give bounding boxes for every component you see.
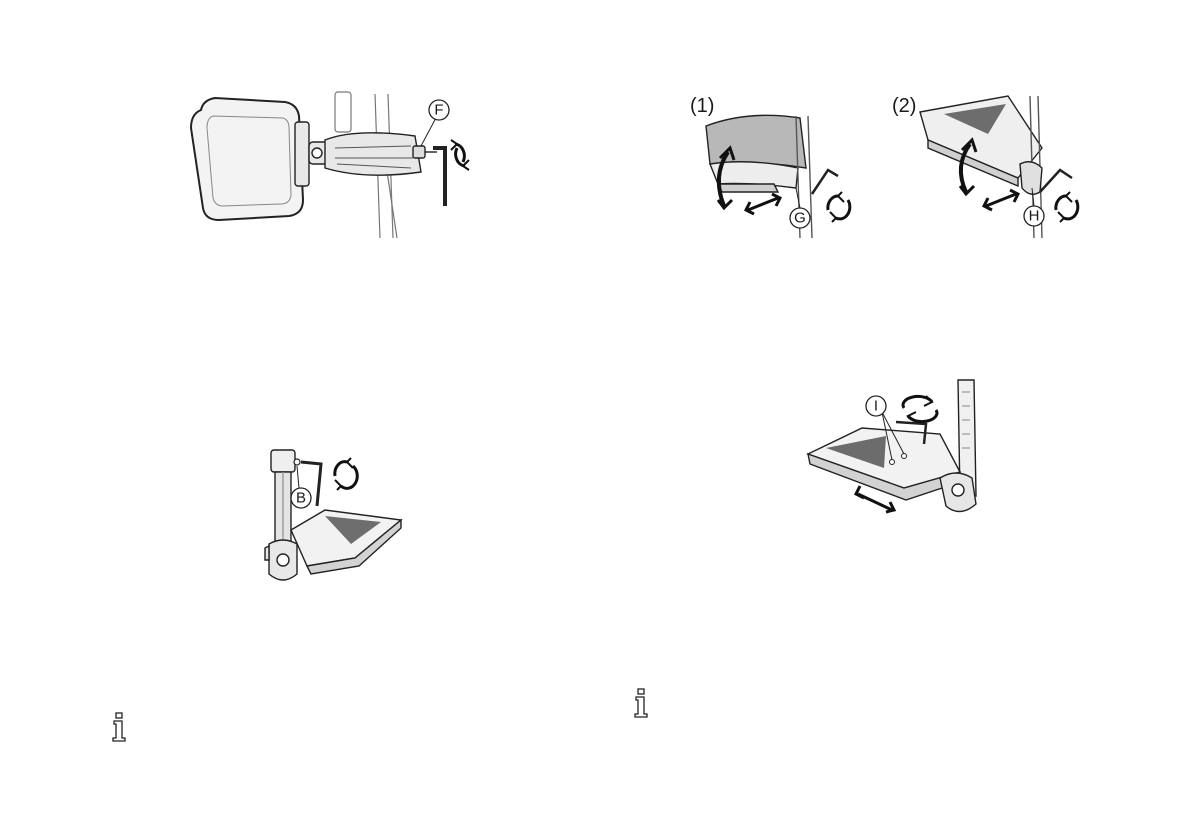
info-icon bbox=[112, 712, 126, 742]
rotate-icon bbox=[903, 396, 937, 422]
allen-key bbox=[433, 148, 445, 206]
headrest-pad bbox=[191, 98, 303, 220]
rotate-icon bbox=[828, 192, 850, 222]
slide-arrow bbox=[984, 190, 1018, 210]
rotate-icon bbox=[335, 458, 357, 490]
step-label-2: (2) bbox=[892, 95, 916, 117]
callout-label-h: H bbox=[1029, 208, 1040, 225]
step-label-1: (1) bbox=[690, 95, 714, 117]
callout-label-b: B bbox=[296, 490, 306, 507]
callout-label-f: F bbox=[434, 102, 443, 119]
info-icon bbox=[634, 688, 648, 718]
figure-footplate-depth: I bbox=[800, 378, 990, 520]
callout-f: F bbox=[421, 100, 449, 146]
figure-headrest-adjustment: F bbox=[185, 88, 475, 240]
figure-footplate-steps: (1) G (2) bbox=[688, 88, 1088, 238]
headrest-bracket bbox=[295, 122, 421, 186]
callout-label-i: I bbox=[874, 398, 878, 415]
allen-key bbox=[812, 170, 838, 194]
footplate bbox=[808, 428, 960, 500]
hinge-clamp bbox=[265, 540, 297, 580]
rotate-icon bbox=[1056, 192, 1078, 222]
hinge-clamp bbox=[940, 473, 976, 512]
figure-footplate-height: B bbox=[255, 440, 405, 590]
screw bbox=[294, 459, 300, 465]
callout-g: G bbox=[790, 188, 810, 228]
slide-arrow bbox=[746, 194, 780, 214]
rotate-icon bbox=[451, 140, 469, 170]
allen-key bbox=[1040, 170, 1072, 192]
footplate bbox=[291, 510, 401, 574]
callout-label-g: G bbox=[794, 210, 806, 227]
